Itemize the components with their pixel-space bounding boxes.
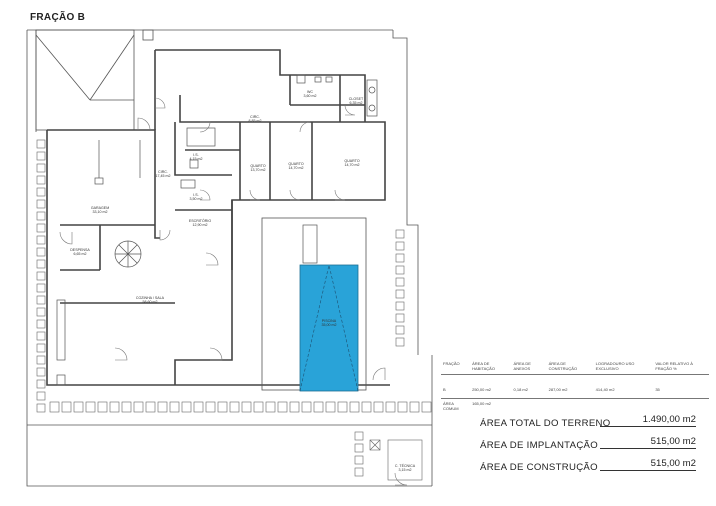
table-cell-fracao: B: [441, 374, 471, 399]
room-label-circ-1: CIRC.: [158, 170, 168, 174]
area-label-construcao: ÁREA DE CONSTRUÇÃO: [480, 462, 598, 473]
room-label-wc: WC: [307, 90, 313, 94]
area-label-implantacao: ÁREA DE IMPLANTAÇÃO: [480, 440, 599, 451]
room-area-cozinha-sala: 58,60 m2: [143, 300, 158, 304]
table-header-habitacao: ÁREA DE HABITAÇÃO: [470, 360, 512, 375]
table-common-label: ÁREA COMUM: [443, 401, 459, 411]
room-area-circ-2: 8,85 m2: [249, 119, 262, 123]
room-area-quarto-1: 13,70 m2: [251, 168, 266, 172]
room-area-piscina: 35,00 m2: [322, 323, 337, 327]
area-label-terreno: ÁREA TOTAL DO TERRENO: [480, 418, 611, 429]
room-label-closet: CLOSET: [349, 97, 364, 101]
table-cell-logradouro: 414,40 m2: [593, 374, 654, 399]
table-header-anexos: ÁREA DE ANEXOS: [511, 360, 547, 375]
table-cell-anexos: 0,18 m2: [511, 374, 547, 399]
house-walls: [46, 49, 390, 386]
pool: [261, 217, 367, 392]
room-label-tecnica: C. TÉCNICA: [395, 463, 416, 468]
door-swings: [59, 97, 408, 486]
plot-boundary: [26, 30, 432, 487]
fixtures: [56, 74, 378, 386]
table-header-construcao: ÁREA DE CONSTRUÇÃO: [546, 360, 594, 375]
room-label-cozinha-sala: COZINHA / SALA: [136, 296, 165, 300]
room-label-escritorio: ESCRITÓRIO: [189, 218, 212, 223]
room-labels: GARAGEM 33,10 m2 DESPENSA 6,65 m2 COZINH…: [70, 90, 416, 472]
room-label-despensa: DESPENSA: [70, 248, 90, 252]
room-area-despensa: 6,65 m2: [74, 252, 87, 256]
room-area-is-1: 4,15 m2: [190, 157, 203, 161]
table-cell-habitacao: 250,00 m2: [470, 374, 512, 399]
table-common-value: 165,00 m2: [472, 401, 492, 406]
table-cell-construcao: 287,00 m2: [546, 374, 594, 399]
room-area-tecnica: 3,15 m2: [399, 468, 412, 472]
area-value-construcao: 515,00 m2: [600, 458, 696, 471]
room-label-quarto-2: QUARTO: [288, 162, 303, 166]
room-area-wc: 3,60 m2: [304, 94, 317, 98]
area-row-terreno: ÁREA TOTAL DO TERRENO 1.490,00 m2: [480, 414, 696, 436]
room-area-is-2: 3,50 m2: [190, 197, 203, 201]
area-value-implantacao: 515,00 m2: [600, 436, 696, 449]
room-label-is-1: I.S.: [193, 153, 198, 157]
plot-boundary-right: [392, 30, 419, 355]
fraction-table: FRAÇÃO ÁREA DE HABITAÇÃO ÁREA DE ANEXOS …: [441, 360, 709, 412]
room-label-quarto-3: QUARTO: [344, 159, 359, 163]
room-label-garagem: GARAGEM: [91, 206, 109, 210]
drawing-title: FRAÇÃO B: [30, 12, 86, 23]
room-area-quarto-2: 14,70 m2: [289, 166, 304, 170]
room-area-closet: 6,35 m2: [350, 101, 363, 105]
room-label-circ-2: CIRC.: [250, 115, 260, 119]
paving: [36, 139, 432, 481]
room-label-is-2: I.S.: [193, 193, 198, 197]
room-area-garagem: 33,10 m2: [93, 210, 108, 214]
carport: [35, 29, 135, 131]
table-header-fracao: FRAÇÃO: [441, 360, 471, 375]
table-header-valor: VALOR RELATIVO À FRAÇÃO %: [653, 360, 709, 375]
room-label-piscina: PISCINA: [322, 319, 337, 323]
area-summary: ÁREA TOTAL DO TERRENO 1.490,00 m2 ÁREA D…: [480, 414, 696, 480]
area-row-construcao: ÁREA DE CONSTRUÇÃO 515,00 m2: [480, 458, 696, 480]
room-label-quarto-1: QUARTO: [250, 164, 265, 168]
table-header-logradouro: LOGRADOURO USO EXCLUSIVO: [593, 360, 654, 375]
area-value-terreno: 1.490,00 m2: [600, 414, 696, 427]
room-area-escritorio: 12,90 m2: [193, 223, 208, 227]
table-cell-valor: 35: [653, 374, 709, 399]
room-area-quarto-3: 14,70 m2: [345, 163, 360, 167]
room-area-circ-1: 17,45 m2: [156, 174, 171, 178]
area-row-implantacao: ÁREA DE IMPLANTAÇÃO 515,00 m2: [480, 436, 696, 458]
